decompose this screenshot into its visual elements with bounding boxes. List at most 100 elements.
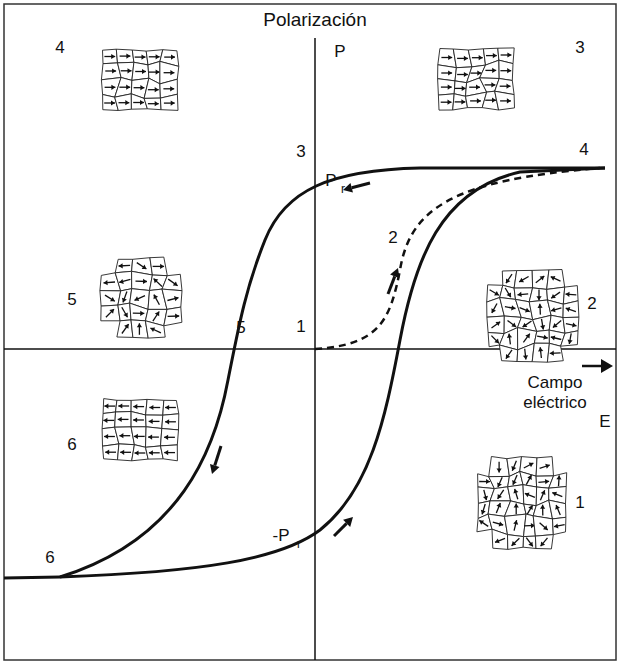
domain-cell [492,529,508,549]
dipole-arrow-head [109,309,114,314]
dipole-arrow-head [554,523,558,528]
dipole-arrow-head [499,522,504,527]
domain-cell [553,517,566,534]
dipole-arrow-head [171,55,175,60]
domain-cell [162,289,182,309]
domain-cell [103,444,119,460]
callout-number: 6 [45,548,54,568]
callout-number: 6 [67,435,76,455]
domain-cell [130,303,148,321]
domain-cell [549,500,566,519]
dipole-arrow-head [511,323,516,328]
dipole-arrow-head [448,100,452,105]
dipole-arrow [527,505,533,514]
dipole-arrow [540,523,548,530]
dipole-arrow [553,321,561,328]
dipole-arrow [523,321,532,327]
dipole-arrow-head [122,298,127,303]
dipole-arrow-head [461,99,465,104]
dipole-arrow [524,463,534,468]
dipole-arrow-head [566,292,570,297]
dipole-arrow-head [154,295,159,300]
dipole-arrow [490,290,499,296]
dipole-arrow-head [523,323,528,327]
dipole-arrow [508,320,517,327]
dipole-arrow-head [476,85,480,90]
dipole-arrow-head [118,417,122,422]
dipole-arrow-head [126,85,130,90]
dipole-arrow-head [119,263,123,268]
dipole-arrow-head [481,510,486,515]
domain-cell [131,412,146,427]
dipole-arrow [505,288,511,297]
dipole-arrow [506,350,512,359]
dipole-arrow-head [551,294,556,298]
dipole-arrow-head [140,311,144,316]
dipole-arrow-head [551,335,556,340]
domain-cell [164,307,182,326]
flow-arrow [388,276,395,294]
dipole-arrow-head [479,55,483,60]
callout-number: 2 [388,228,397,248]
domain-cell [532,270,549,290]
dipole-arrow-head [150,327,155,332]
dipole-arrow-head [110,297,115,301]
domain-cell [533,315,551,331]
dipole-arrow-head [529,463,534,468]
dipole-arrow-head [155,101,159,106]
dipole-arrow-head [541,490,546,495]
subscript: r [297,538,301,552]
domain-cell [533,516,553,536]
domain-illustrations [100,48,579,550]
dipole-arrow-head [170,86,174,91]
callout-number: 3 [575,38,584,58]
dipole-arrow [506,274,512,283]
domain-cell [523,485,537,506]
dipole-arrow-head [170,70,174,75]
dipole-arrow [520,308,530,312]
dipole-arrow-head [155,87,159,92]
dipole-arrow-head [123,313,128,318]
dipole-arrow [512,461,516,471]
flow-arrow [215,446,221,465]
dipole-arrow-head [528,505,532,510]
dipole-arrow-head [525,493,530,498]
domain-cell [500,285,516,299]
dipole-arrow-head [448,85,452,90]
dipole-arrow-head [540,505,545,509]
dipole-arrow-head [118,403,122,408]
dipole-arrow [122,324,129,333]
dipole-arrow-head [477,98,481,103]
dipole-arrow-head [173,281,178,285]
dipole-arrow-head [119,279,124,284]
domain-cell [499,60,513,80]
dipole-arrow-head [545,479,549,484]
dipole-arrow-head [149,419,153,424]
dipole-arrow [512,538,520,546]
dipole-arrow [519,277,528,282]
dipole-arrow [154,295,160,305]
flow-arrow-head [390,268,399,278]
dipole-arrow-head [164,450,168,455]
dipole-arrow-head [496,503,501,508]
dipole-arrow [154,279,162,287]
dipole-arrow-head [496,322,501,326]
dipole-arrow [491,336,499,344]
dipole-arrow-head [494,291,499,296]
dipole-arrow-head [551,307,556,312]
plot-title: Polarización [263,9,367,31]
domain-cell [103,399,117,414]
dipole-arrow-head [538,304,543,308]
dipole-arrow-head [523,355,528,359]
dipole-arrow [523,334,529,343]
axis-label: P [334,42,345,62]
dipole-arrow-head [486,479,490,484]
dipole-arrow-head [142,69,146,74]
dipole-arrow [168,279,177,286]
dipole-arrow-head [125,100,129,105]
dipole-arrow-head [464,56,468,61]
dipole-arrow-head [525,334,530,339]
domain-cell [532,343,549,362]
dipole-arrow-head [135,296,140,301]
domain-cell [534,330,549,343]
